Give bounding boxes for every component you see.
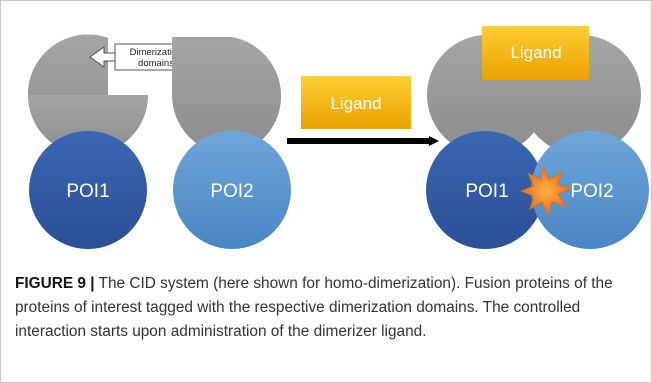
ligand-and-arrow: Ligand — [287, 76, 439, 146]
bound-poi2-label: POI2 — [570, 181, 613, 202]
caption-label: FIGURE 9 | — [15, 275, 95, 292]
bound-poi1-label: POI1 — [465, 181, 508, 202]
bound-poi1-circle — [426, 131, 544, 249]
poi2-label: POI2 — [210, 181, 253, 202]
unbound-poi1-group: POI1 — [27, 34, 149, 249]
unbound-poi2-group: POI2 — [172, 37, 291, 249]
caption-text: The CID system (here shown for homo-dime… — [15, 275, 613, 340]
bound-complex-group: Ligand POI1 POI2 — [426, 26, 649, 249]
poi2-circle — [173, 131, 291, 249]
poi1-label: POI1 — [66, 181, 109, 202]
poi1-circle — [29, 131, 147, 249]
bound-ligand-label: Ligand — [510, 43, 561, 62]
dimerization-domain-right — [172, 37, 282, 155]
figure-caption: FIGURE 9 | The CID system (here shown fo… — [15, 272, 640, 344]
interaction-burst-icon — [519, 164, 573, 217]
free-ligand-box — [301, 76, 411, 129]
cid-diagram: POI1 Dimerization domains POI2 Ligand Li… — [27, 26, 649, 249]
bound-poi2-circle — [531, 131, 649, 249]
bound-ligand-box — [482, 26, 589, 80]
dimerization-label-line1: Dimerization — [130, 47, 183, 58]
free-ligand-label: Ligand — [330, 94, 381, 113]
dimerization-label-line2: domains — [138, 58, 174, 69]
